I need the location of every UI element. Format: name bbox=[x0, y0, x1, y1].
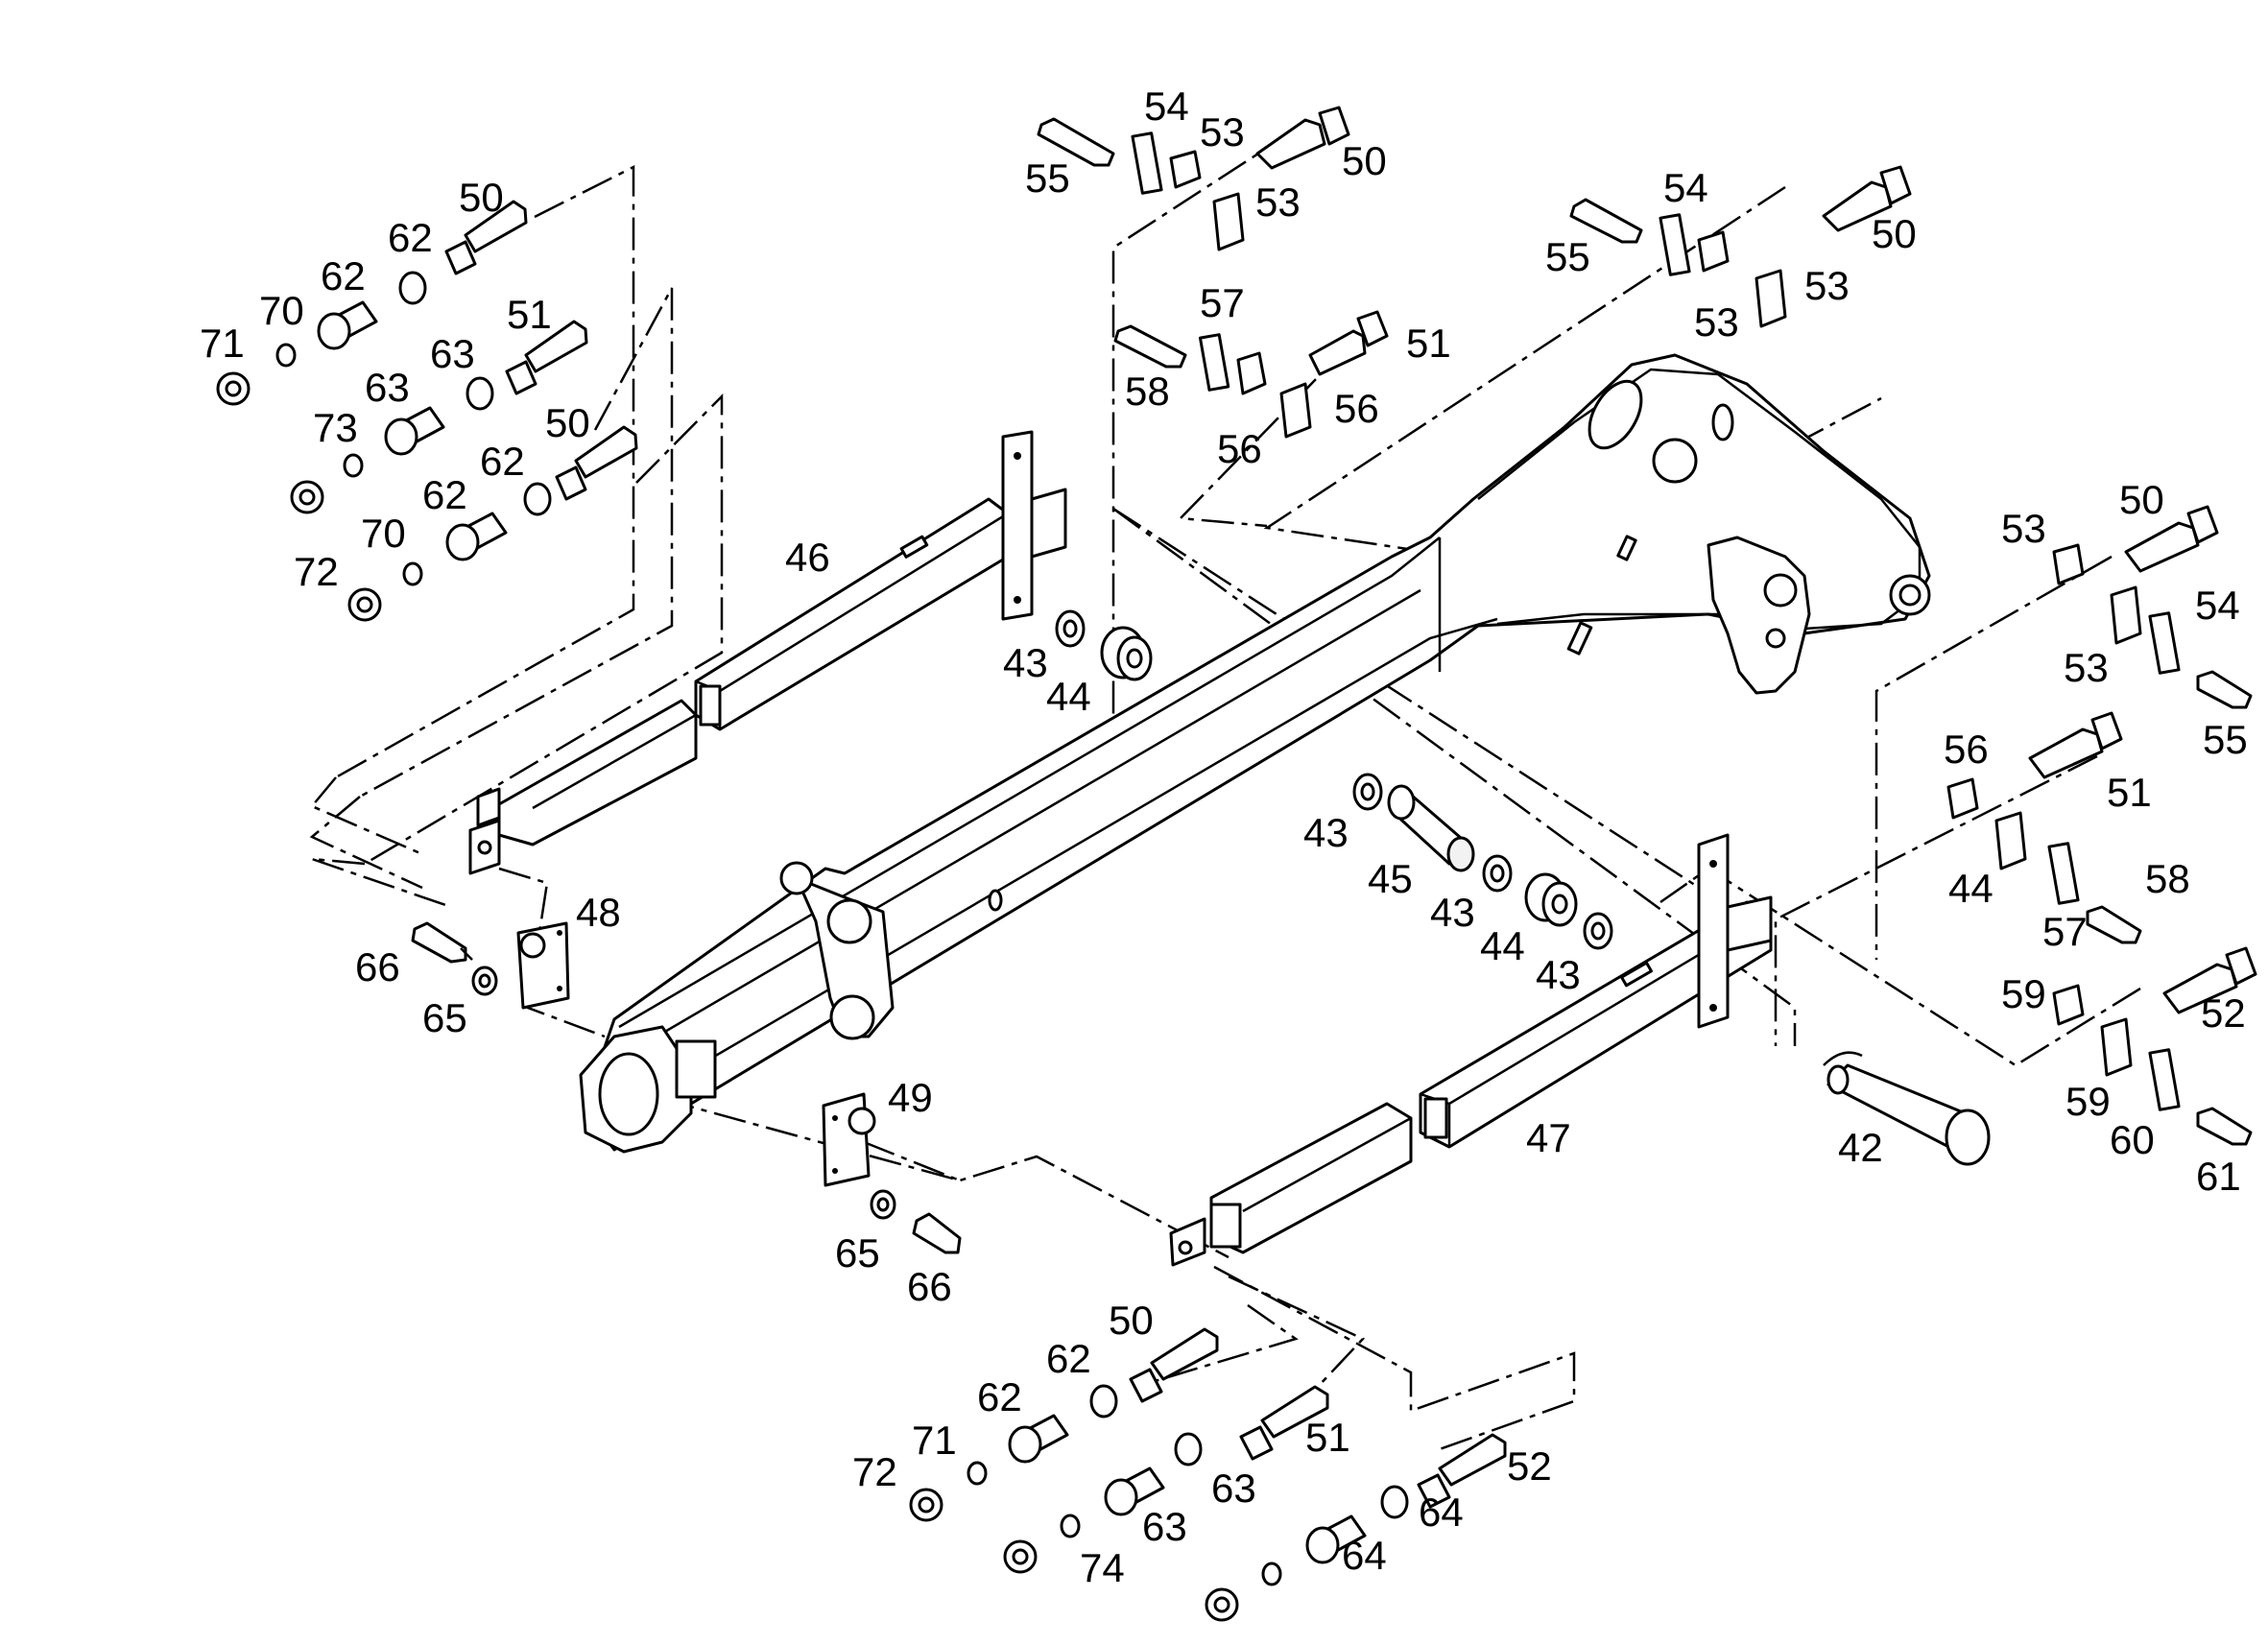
callout-57: 57 bbox=[2042, 909, 2088, 954]
callout-50: 50 bbox=[1342, 138, 1387, 183]
callout-60: 60 bbox=[2110, 1117, 2155, 1162]
callout-50: 50 bbox=[545, 400, 590, 445]
callout-65: 65 bbox=[835, 1230, 880, 1275]
callout-56: 44 bbox=[1948, 866, 1993, 911]
callout-45: 45 bbox=[1368, 856, 1413, 901]
callout-53: 53 bbox=[2064, 645, 2109, 690]
callout-53: 53 bbox=[1694, 299, 1739, 345]
callout-62: 62 bbox=[321, 253, 366, 298]
callout-56: 56 bbox=[1944, 727, 1989, 772]
callout-62: 62 bbox=[1046, 1336, 1091, 1381]
lower-small-extension bbox=[1169, 1102, 1413, 1267]
callout-51: 51 bbox=[1305, 1415, 1350, 1460]
callout-54: 54 bbox=[1144, 83, 1189, 129]
callout-62: 62 bbox=[388, 215, 433, 260]
callout-50: 50 bbox=[2119, 477, 2164, 522]
callout-71: 74 bbox=[1080, 1545, 1125, 1590]
callout-64: 64 bbox=[1419, 1490, 1464, 1535]
callout-66: 66 bbox=[355, 944, 400, 989]
callout-labels: 50 62 62 70 71 51 63 63 73 50 62 62 70 7… bbox=[200, 83, 2248, 1590]
callout-48: 48 bbox=[576, 890, 621, 935]
washer-bushing-46 bbox=[1055, 609, 1153, 681]
callout-66: 66 bbox=[907, 1264, 952, 1309]
callout-63: 63 bbox=[1142, 1504, 1187, 1549]
callout-71: 73 bbox=[313, 405, 358, 450]
extension-46 bbox=[694, 430, 1067, 731]
callout-54: 54 bbox=[1663, 165, 1708, 210]
callout-54: 54 bbox=[2195, 583, 2240, 628]
callout-43: 43 bbox=[1303, 810, 1349, 855]
callout-62: 62 bbox=[480, 439, 525, 484]
pin-stack-center bbox=[1352, 773, 1613, 950]
callout-70: 72 bbox=[294, 549, 339, 594]
callout-50: 50 bbox=[1872, 211, 1917, 256]
callout-46: 46 bbox=[785, 535, 830, 580]
callout-69: 71 bbox=[912, 1418, 957, 1463]
callout-59: 59 bbox=[2001, 971, 2046, 1016]
callout-44: 44 bbox=[1480, 923, 1525, 968]
callout-49: 49 bbox=[888, 1075, 933, 1120]
callout-62: 62 bbox=[422, 472, 467, 517]
callout-61: 61 bbox=[2196, 1154, 2241, 1199]
pin-42 bbox=[1823, 1051, 1991, 1166]
callout-55: 55 bbox=[2203, 717, 2248, 762]
callout-64: 64 bbox=[1342, 1533, 1387, 1578]
bracket-48 bbox=[516, 921, 570, 1010]
callout-52: 52 bbox=[1507, 1443, 1552, 1489]
callout-69: 70 bbox=[361, 511, 406, 556]
bolt-66-washer-65-lower bbox=[870, 1189, 962, 1254]
callout-62: 62 bbox=[977, 1374, 1022, 1419]
callout-53: 53 bbox=[2001, 506, 2046, 551]
callout-43: 43 bbox=[1430, 890, 1475, 935]
callout-53: 53 bbox=[1255, 179, 1301, 225]
callout-53: 53 bbox=[1804, 263, 1850, 308]
bolt-66-washer-65-left bbox=[411, 921, 498, 996]
bracket-49 bbox=[822, 1092, 876, 1187]
callout-43: 43 bbox=[1003, 640, 1048, 685]
callout-59: 59 bbox=[2065, 1079, 2111, 1124]
callout-58: 58 bbox=[1125, 369, 1170, 414]
callout-51: 51 bbox=[1406, 321, 1451, 366]
callout-42: 42 bbox=[1838, 1125, 1883, 1170]
callout-63: 63 bbox=[1211, 1466, 1256, 1511]
callout-52: 52 bbox=[2201, 990, 2246, 1036]
callout-70: 71 bbox=[200, 321, 245, 366]
extension-47 bbox=[1419, 833, 1773, 1149]
callout-47: 47 bbox=[1526, 1115, 1571, 1160]
callout-50: 50 bbox=[459, 175, 504, 220]
callout-57: 57 bbox=[1200, 280, 1245, 325]
bottom-fittings bbox=[909, 1327, 1507, 1622]
callout-43: 43 bbox=[1536, 952, 1581, 997]
callout-55: 55 bbox=[1025, 155, 1070, 201]
callout-56: 56 bbox=[1217, 426, 1262, 471]
callout-51: 51 bbox=[507, 292, 552, 337]
right-bolts bbox=[1946, 505, 2257, 1146]
left-extension bbox=[468, 699, 698, 875]
callout-55: 55 bbox=[1545, 234, 1590, 279]
callout-63: 63 bbox=[430, 331, 475, 376]
top-right-bolts bbox=[1569, 165, 1912, 328]
callout-65: 65 bbox=[422, 995, 467, 1040]
callout-51: 51 bbox=[2107, 770, 2152, 815]
callout-63: 63 bbox=[365, 365, 410, 410]
callout-50: 50 bbox=[1109, 1298, 1154, 1343]
callout-56: 56 bbox=[1334, 386, 1379, 431]
left-fittings bbox=[216, 200, 638, 622]
callout-58: 58 bbox=[2145, 856, 2190, 901]
callout-53: 53 bbox=[1200, 109, 1245, 155]
callout-44: 44 bbox=[1046, 674, 1091, 719]
callout-69: 70 bbox=[259, 288, 304, 333]
callout-70: 72 bbox=[852, 1449, 897, 1494]
main-boom-arm bbox=[579, 353, 1931, 1154]
top-center-bolts bbox=[1037, 106, 1389, 439]
